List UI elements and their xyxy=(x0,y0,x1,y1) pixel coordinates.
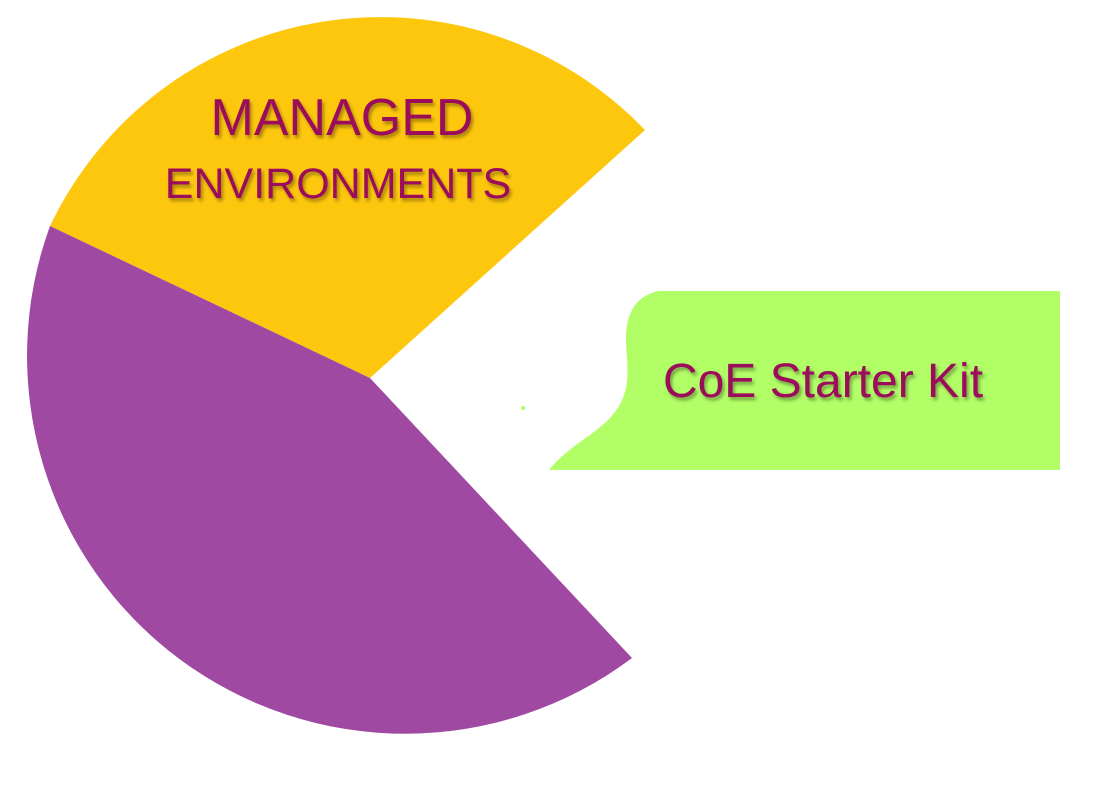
segment-purple xyxy=(27,226,633,734)
segment-managed-environments xyxy=(50,17,645,378)
managed-label-line2: ENVIRONMENTS xyxy=(165,160,511,208)
callout-coe-starter-kit xyxy=(549,291,1060,470)
callout-dot xyxy=(521,406,525,410)
callout-label: CoE Starter Kit xyxy=(663,355,983,408)
managed-label-line1: MANAGED xyxy=(211,89,474,147)
